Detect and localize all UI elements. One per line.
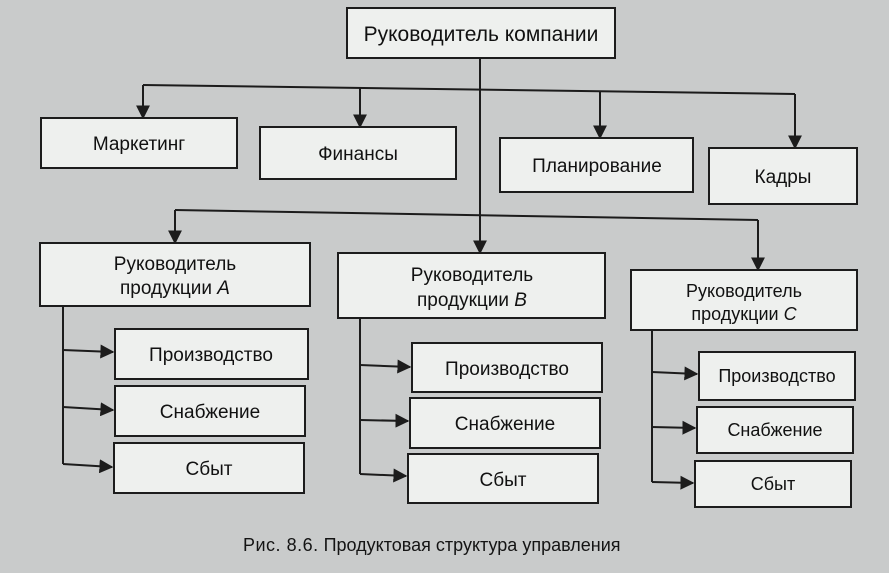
unit-label: Производство xyxy=(149,345,273,366)
unit-node-c-sales: Сбыт xyxy=(694,460,852,508)
unit-node-a-supply: Снабжение xyxy=(114,385,306,437)
unit-label: Сбыт xyxy=(751,474,796,494)
manager-title-label: Руководитель xyxy=(411,265,534,286)
product-prefix: продукции xyxy=(120,278,217,299)
product-letter: B xyxy=(514,290,527,311)
unit-node-a-production: Производство xyxy=(114,328,309,380)
connectors-product-c xyxy=(651,330,699,490)
company-head-node: Руководитель компании xyxy=(346,7,616,59)
unit-label: Сбыт xyxy=(186,459,233,480)
company-head-label: Руководитель компании xyxy=(364,23,599,46)
department-node-finance: Финансы xyxy=(259,126,457,180)
department-label: Маркетинг xyxy=(93,134,185,155)
product-manager-node-c: Руководитель продукции C xyxy=(630,269,858,331)
unit-node-b-sales: Сбыт xyxy=(407,453,599,504)
unit-label: Снабжение xyxy=(455,414,555,435)
product-prefix: продукции xyxy=(691,304,783,324)
connectors-product-managers xyxy=(168,94,765,272)
unit-label: Снабжение xyxy=(160,402,260,423)
department-node-hr: Кадры xyxy=(708,147,858,205)
manager-product-label: продукции A xyxy=(120,278,230,299)
connectors-product-a xyxy=(62,306,115,474)
unit-node-b-supply: Снабжение xyxy=(409,397,601,449)
unit-node-b-production: Производство xyxy=(411,342,603,393)
manager-product-label: продукции C xyxy=(691,304,797,324)
connectors-product-b xyxy=(359,318,412,483)
unit-label: Снабжение xyxy=(727,420,822,440)
product-prefix: продукции xyxy=(417,290,514,311)
figure-caption: Рис. 8.6. Продуктовая структура управлен… xyxy=(243,535,621,556)
product-letter: A xyxy=(216,278,230,299)
product-manager-node-b: Руководитель продукции B xyxy=(337,252,606,319)
manager-product-label: продукции B xyxy=(417,290,527,311)
figure-number: Рис. 8.6. xyxy=(243,535,319,555)
product-letter: C xyxy=(784,304,798,324)
unit-label: Производство xyxy=(718,366,835,386)
unit-node-c-supply: Снабжение xyxy=(696,406,854,454)
connectors-departments xyxy=(136,58,802,150)
unit-label: Производство xyxy=(445,359,569,380)
figure-caption-text: Продуктовая структура управления xyxy=(323,535,621,555)
department-label: Кадры xyxy=(755,167,812,188)
manager-title-label: Руководитель xyxy=(686,281,802,301)
product-manager-node-a: Руководитель продукции A xyxy=(39,242,311,307)
manager-title-label: Руководитель xyxy=(114,254,237,275)
department-label: Планирование xyxy=(532,156,662,177)
unit-node-c-production: Производство xyxy=(698,351,856,401)
department-node-marketing: Маркетинг xyxy=(40,117,238,169)
unit-node-a-sales: Сбыт xyxy=(113,442,305,494)
department-node-planning: Планирование xyxy=(499,137,694,193)
unit-label: Сбыт xyxy=(480,470,527,491)
department-label: Финансы xyxy=(318,144,398,165)
